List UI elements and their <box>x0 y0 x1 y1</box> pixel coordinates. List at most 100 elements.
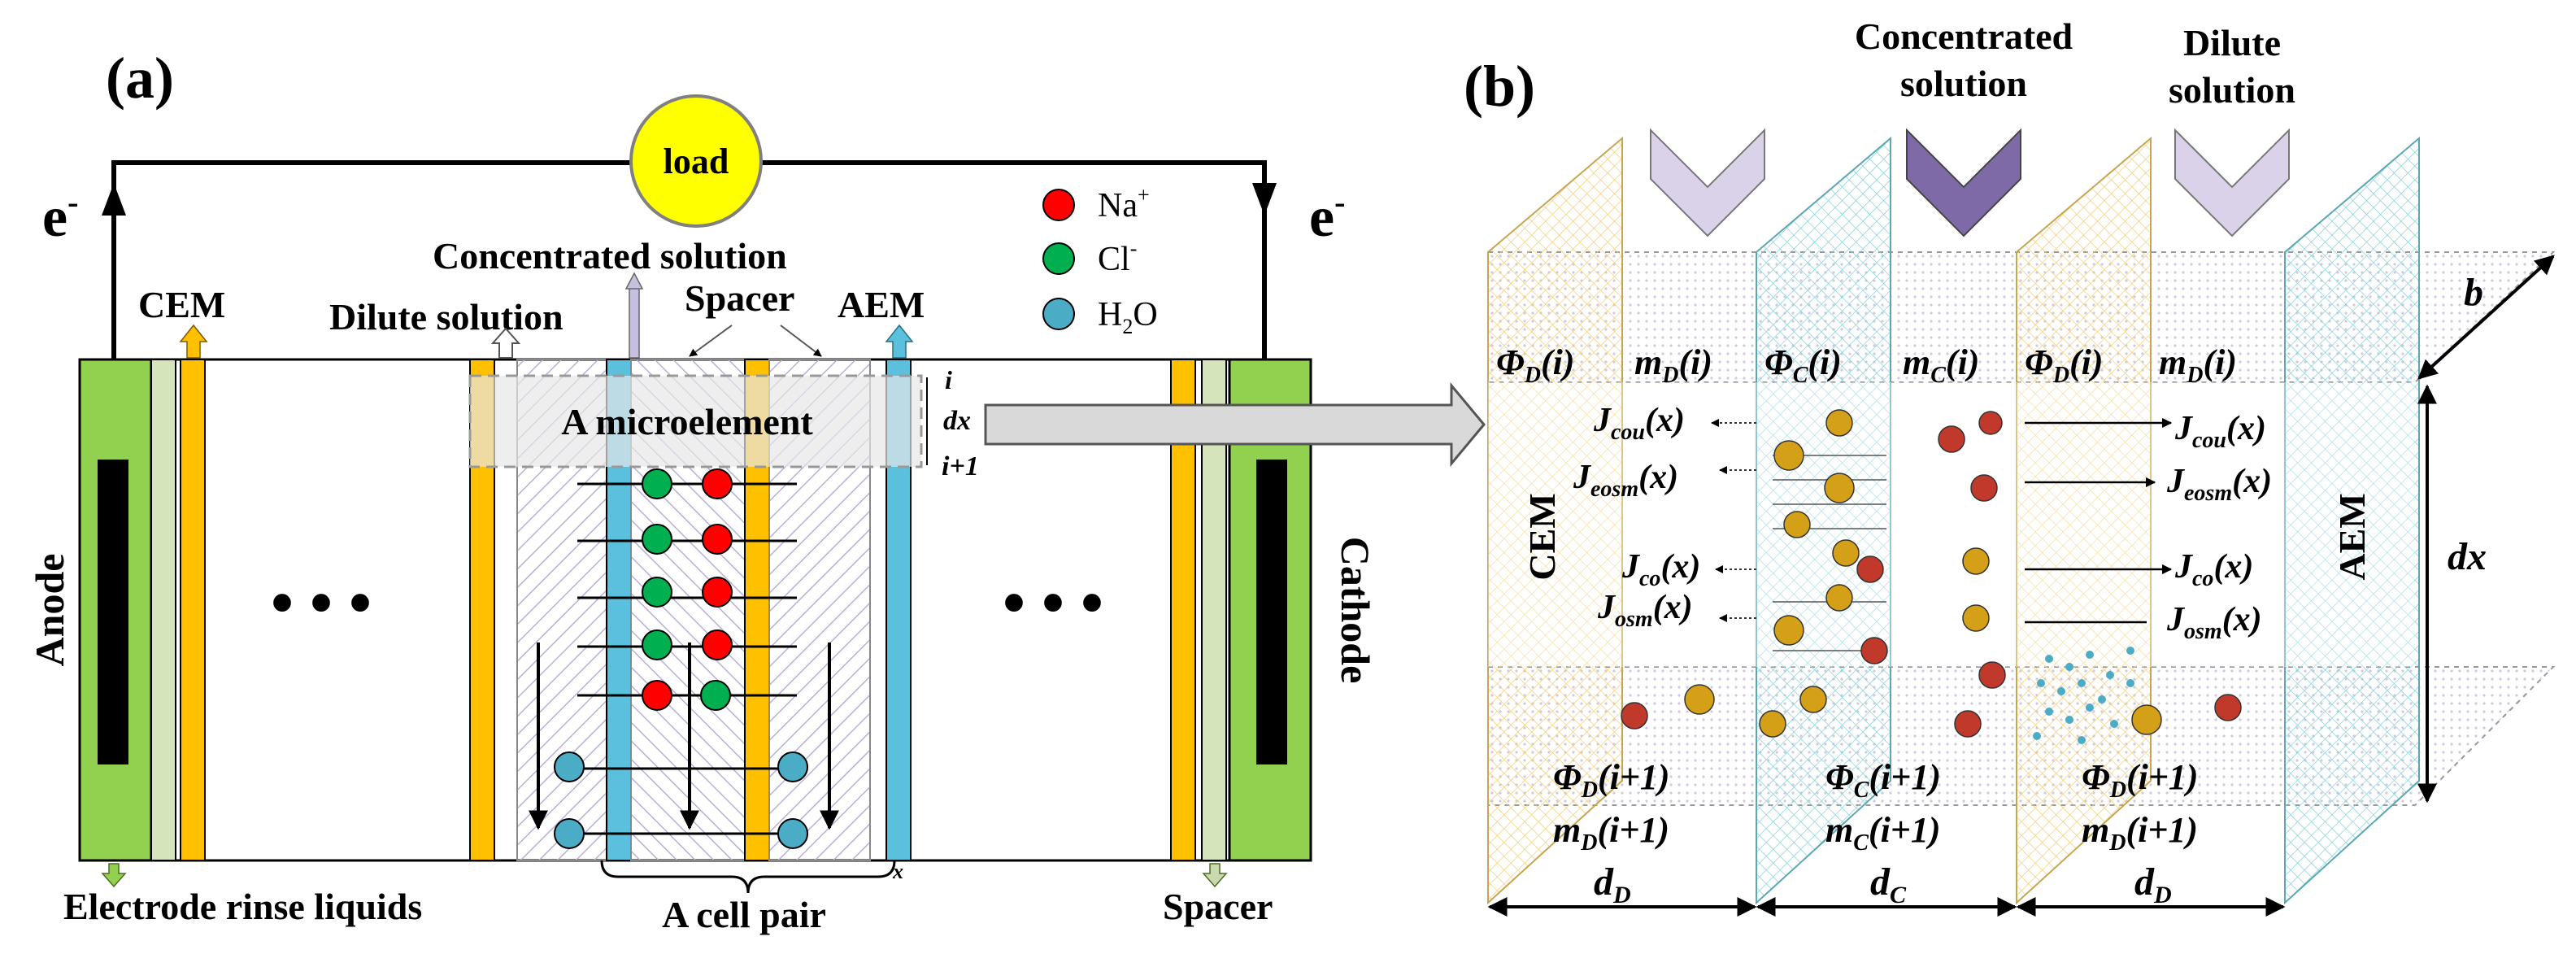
ion-clusters <box>1621 409 2242 738</box>
concentrated-line1: Concentrated <box>1855 15 2073 57</box>
dilute-line2: solution <box>2169 69 2295 111</box>
water-molecules <box>554 751 808 849</box>
dx-label-b: dx <box>2448 535 2487 578</box>
water-dots <box>2033 647 2134 744</box>
label-i1: i+1 <box>942 451 979 481</box>
dilute-inflow-chevron-right-icon <box>2174 128 2290 237</box>
legend-na: Na+ <box>1098 183 1150 224</box>
spacer-down-arrow-icon <box>1202 863 1228 888</box>
label-dx: dx <box>943 406 971 436</box>
j-cou-right: Jcou(x) <box>2174 410 2266 453</box>
cell-pair-brace <box>600 860 896 894</box>
panel-a: (a) load e- e- Anode CEM • • • • • • <box>27 46 1486 935</box>
microelement-label: A microelement <box>561 401 813 442</box>
cem-up-arrow-icon <box>179 324 208 359</box>
panel-a-tag: (a) <box>106 46 174 111</box>
spacer-pointer-2 <box>780 325 822 357</box>
panel-b-tag: (b) <box>1464 54 1535 119</box>
ellipsis-right: • • • <box>1003 568 1103 639</box>
j-co-left: Jco(x) <box>1621 548 1700 591</box>
anode-cem <box>180 359 206 861</box>
b-label: b <box>2464 271 2483 314</box>
concentrated-line2: solution <box>1900 63 2027 104</box>
phi-c-i1: ΦC(i+1) <box>1825 757 1941 803</box>
panel-b: (b) Concentrated solution Dilute solutio… <box>1464 15 2556 917</box>
aem-label-b: AEM <box>2331 493 2373 580</box>
electron-arrow-down-icon <box>1252 183 1277 216</box>
zoom-arrow-icon <box>984 381 1486 468</box>
d-d-left: dD <box>1594 860 1631 908</box>
legend-cl: Cl- <box>1098 237 1137 278</box>
label-i: i <box>945 365 952 394</box>
flow-arrows <box>529 643 839 830</box>
legend-h2o-icon <box>1042 298 1075 330</box>
concentrated-outlet-arrow <box>629 285 640 359</box>
b-dimension <box>2417 255 2555 380</box>
m-d-i1-right: mD(i+1) <box>2082 810 2198 856</box>
anode-spacer <box>150 359 176 861</box>
aem-plane-1 <box>1756 136 1891 905</box>
j-cou-left: Jcou(x) <box>1593 402 1685 445</box>
row-i-labels: ΦD(i) mD(i) ΦC(i) mC(i) ΦD(i) mD(i) <box>1496 342 2237 388</box>
concentrated-label: Concentrated solution <box>433 235 787 277</box>
m-d-i-left: mD(i) <box>1634 342 1712 388</box>
legend-na-icon <box>1042 189 1075 221</box>
concentrated-inflow-chevron-icon <box>1906 128 2021 237</box>
cell-pair-label: A cell pair <box>662 894 826 935</box>
j-co-right: Jco(x) <box>2174 548 2253 591</box>
j-eosm-right: Jeosm(x) <box>2166 463 2272 506</box>
cl-ions <box>642 468 731 711</box>
flux-right-labels: Jcou(x) Jeosm(x) Jco(x) Josm(x) <box>2166 410 2272 644</box>
ellipsis-left: • • • <box>271 568 372 639</box>
m-d-i1-left: mD(i+1) <box>1553 810 1669 856</box>
phi-d-i-right: ΦD(i) <box>2025 342 2103 388</box>
rinse-label: Electrode rinse liquids <box>63 886 422 927</box>
flux-left-labels: Jcou(x) Jeosm(x) Jco(x) Josm(x) <box>1573 402 1700 632</box>
legend-cl-icon <box>1042 242 1075 275</box>
electron-arrow-up-icon <box>102 183 126 216</box>
flux-arrows-right <box>2025 417 2173 624</box>
aem-up-arrow-icon <box>885 324 914 359</box>
dilute-label: Dilute solution <box>329 296 564 338</box>
anode-plate <box>98 460 128 765</box>
dilute-line1: Dilute <box>2183 22 2281 63</box>
anode-label: Anode <box>27 554 72 667</box>
j-eosm-left: Jeosm(x) <box>1573 459 1678 502</box>
j-osm-left: Josm(x) <box>1597 589 1693 632</box>
cathode-label: Cathode <box>1333 537 1378 684</box>
d-d-right: dD <box>2134 860 2172 908</box>
m-c-i: mC(i) <box>1903 342 1979 388</box>
d-c: dC <box>1870 860 1907 908</box>
cathode-plate <box>1256 460 1287 765</box>
concentrated-outlet-arrow-head-icon <box>624 272 644 290</box>
cem-label-b: CEM <box>1521 493 1563 580</box>
electron-right: e- <box>1309 184 1345 249</box>
phi-d-i1-right: ΦD(i+1) <box>2082 757 2199 803</box>
load-circle <box>629 94 763 228</box>
m-d-i-right: mD(i) <box>2159 342 2237 388</box>
microelement-band <box>468 374 923 468</box>
flux-arrows-left <box>1711 419 1756 622</box>
rinse-down-arrow-icon <box>101 863 127 888</box>
phi-d-i-left: ΦD(i) <box>1496 342 1574 388</box>
phi-d-i1-left: ΦD(i+1) <box>1553 757 1670 803</box>
spacer-bottom-label: Spacer <box>1163 886 1273 927</box>
cem-label: CEM <box>138 284 225 325</box>
load-label: load <box>664 142 729 181</box>
cem-plane <box>1487 136 1623 905</box>
legend-h2o: H2O <box>1098 296 1158 338</box>
phi-c-i: ΦC(i) <box>1764 342 1842 388</box>
dilute-inflow-chevron-left-icon <box>1650 128 1765 237</box>
dilute-outlet-arrow-icon <box>490 327 521 359</box>
electron-left: e- <box>42 184 78 249</box>
m-c-i1: mC(i+1) <box>1825 810 1941 856</box>
spacer-label: Spacer <box>685 277 794 319</box>
na-ions <box>642 468 733 711</box>
label-x: x <box>892 860 903 883</box>
spacer-pointer-1 <box>689 325 733 357</box>
aem-label: AEM <box>838 284 925 325</box>
legend: Na+ Cl- H2O <box>1042 183 1158 338</box>
j-osm-right: Josm(x) <box>2166 601 2262 644</box>
row-i1-labels: ΦD(i+1) mD(i+1) ΦC(i+1) mC(i+1) ΦD(i+1) … <box>1553 757 2199 856</box>
